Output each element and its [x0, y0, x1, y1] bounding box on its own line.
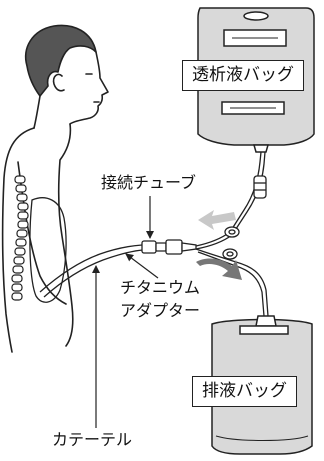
vertebra: [17, 211, 29, 220]
drain-bag-label: 排液バッグ: [192, 376, 297, 407]
titanium-adapter-label-line2: アダプター: [120, 301, 201, 320]
patient-back-outline: [1, 127, 35, 353]
vertebra: [16, 193, 28, 202]
vertebra: [15, 238, 27, 247]
y-tube-upper: [195, 151, 262, 247]
vertebra: [14, 247, 26, 256]
dialysate-bag-outlet: [253, 144, 269, 153]
bag-hanger-hole: [243, 11, 269, 21]
dialysate-bag-label: 透析液バッグ: [182, 60, 304, 91]
patient-neck-back: [33, 95, 41, 129]
tube-clamp-lower: [222, 248, 238, 260]
vertebra: [17, 220, 29, 229]
vertebra: [17, 202, 29, 211]
leader-titanium-adapter: [125, 253, 159, 279]
catheter-label: カテーテル: [52, 430, 133, 449]
drain-bag-handle: [239, 325, 289, 335]
vertebra: [11, 292, 23, 301]
patient-front-outline: [57, 123, 74, 347]
inflow-arrow: [198, 210, 236, 230]
connecting-tube-label: 接続チューブ: [101, 173, 197, 192]
drain-bag-inlet: [255, 315, 277, 327]
line-connector: [253, 175, 267, 199]
vertebra: [11, 283, 23, 292]
peritoneal-cavity: [29, 197, 67, 303]
spine: [11, 175, 29, 301]
vertebra: [15, 184, 27, 193]
drain-bag-bottom-seam: [215, 435, 309, 441]
titanium-adapter-label-line1: チタニウム: [120, 278, 201, 297]
patient-figure: [1, 24, 109, 353]
vertebra: [11, 274, 23, 283]
leader-lines: [92, 196, 159, 428]
outflow-arrow: [196, 258, 242, 280]
tube-clamp-upper: [224, 226, 240, 238]
patient-face: [69, 51, 109, 125]
vertebra: [16, 229, 28, 238]
vertebra: [13, 256, 25, 265]
vertebra: [12, 265, 24, 274]
vertebra: [14, 175, 26, 184]
catheter: [39, 244, 144, 298]
patient-ear: [52, 73, 65, 92]
titanium-adapter: [141, 239, 197, 255]
patient-hair: [25, 24, 97, 97]
